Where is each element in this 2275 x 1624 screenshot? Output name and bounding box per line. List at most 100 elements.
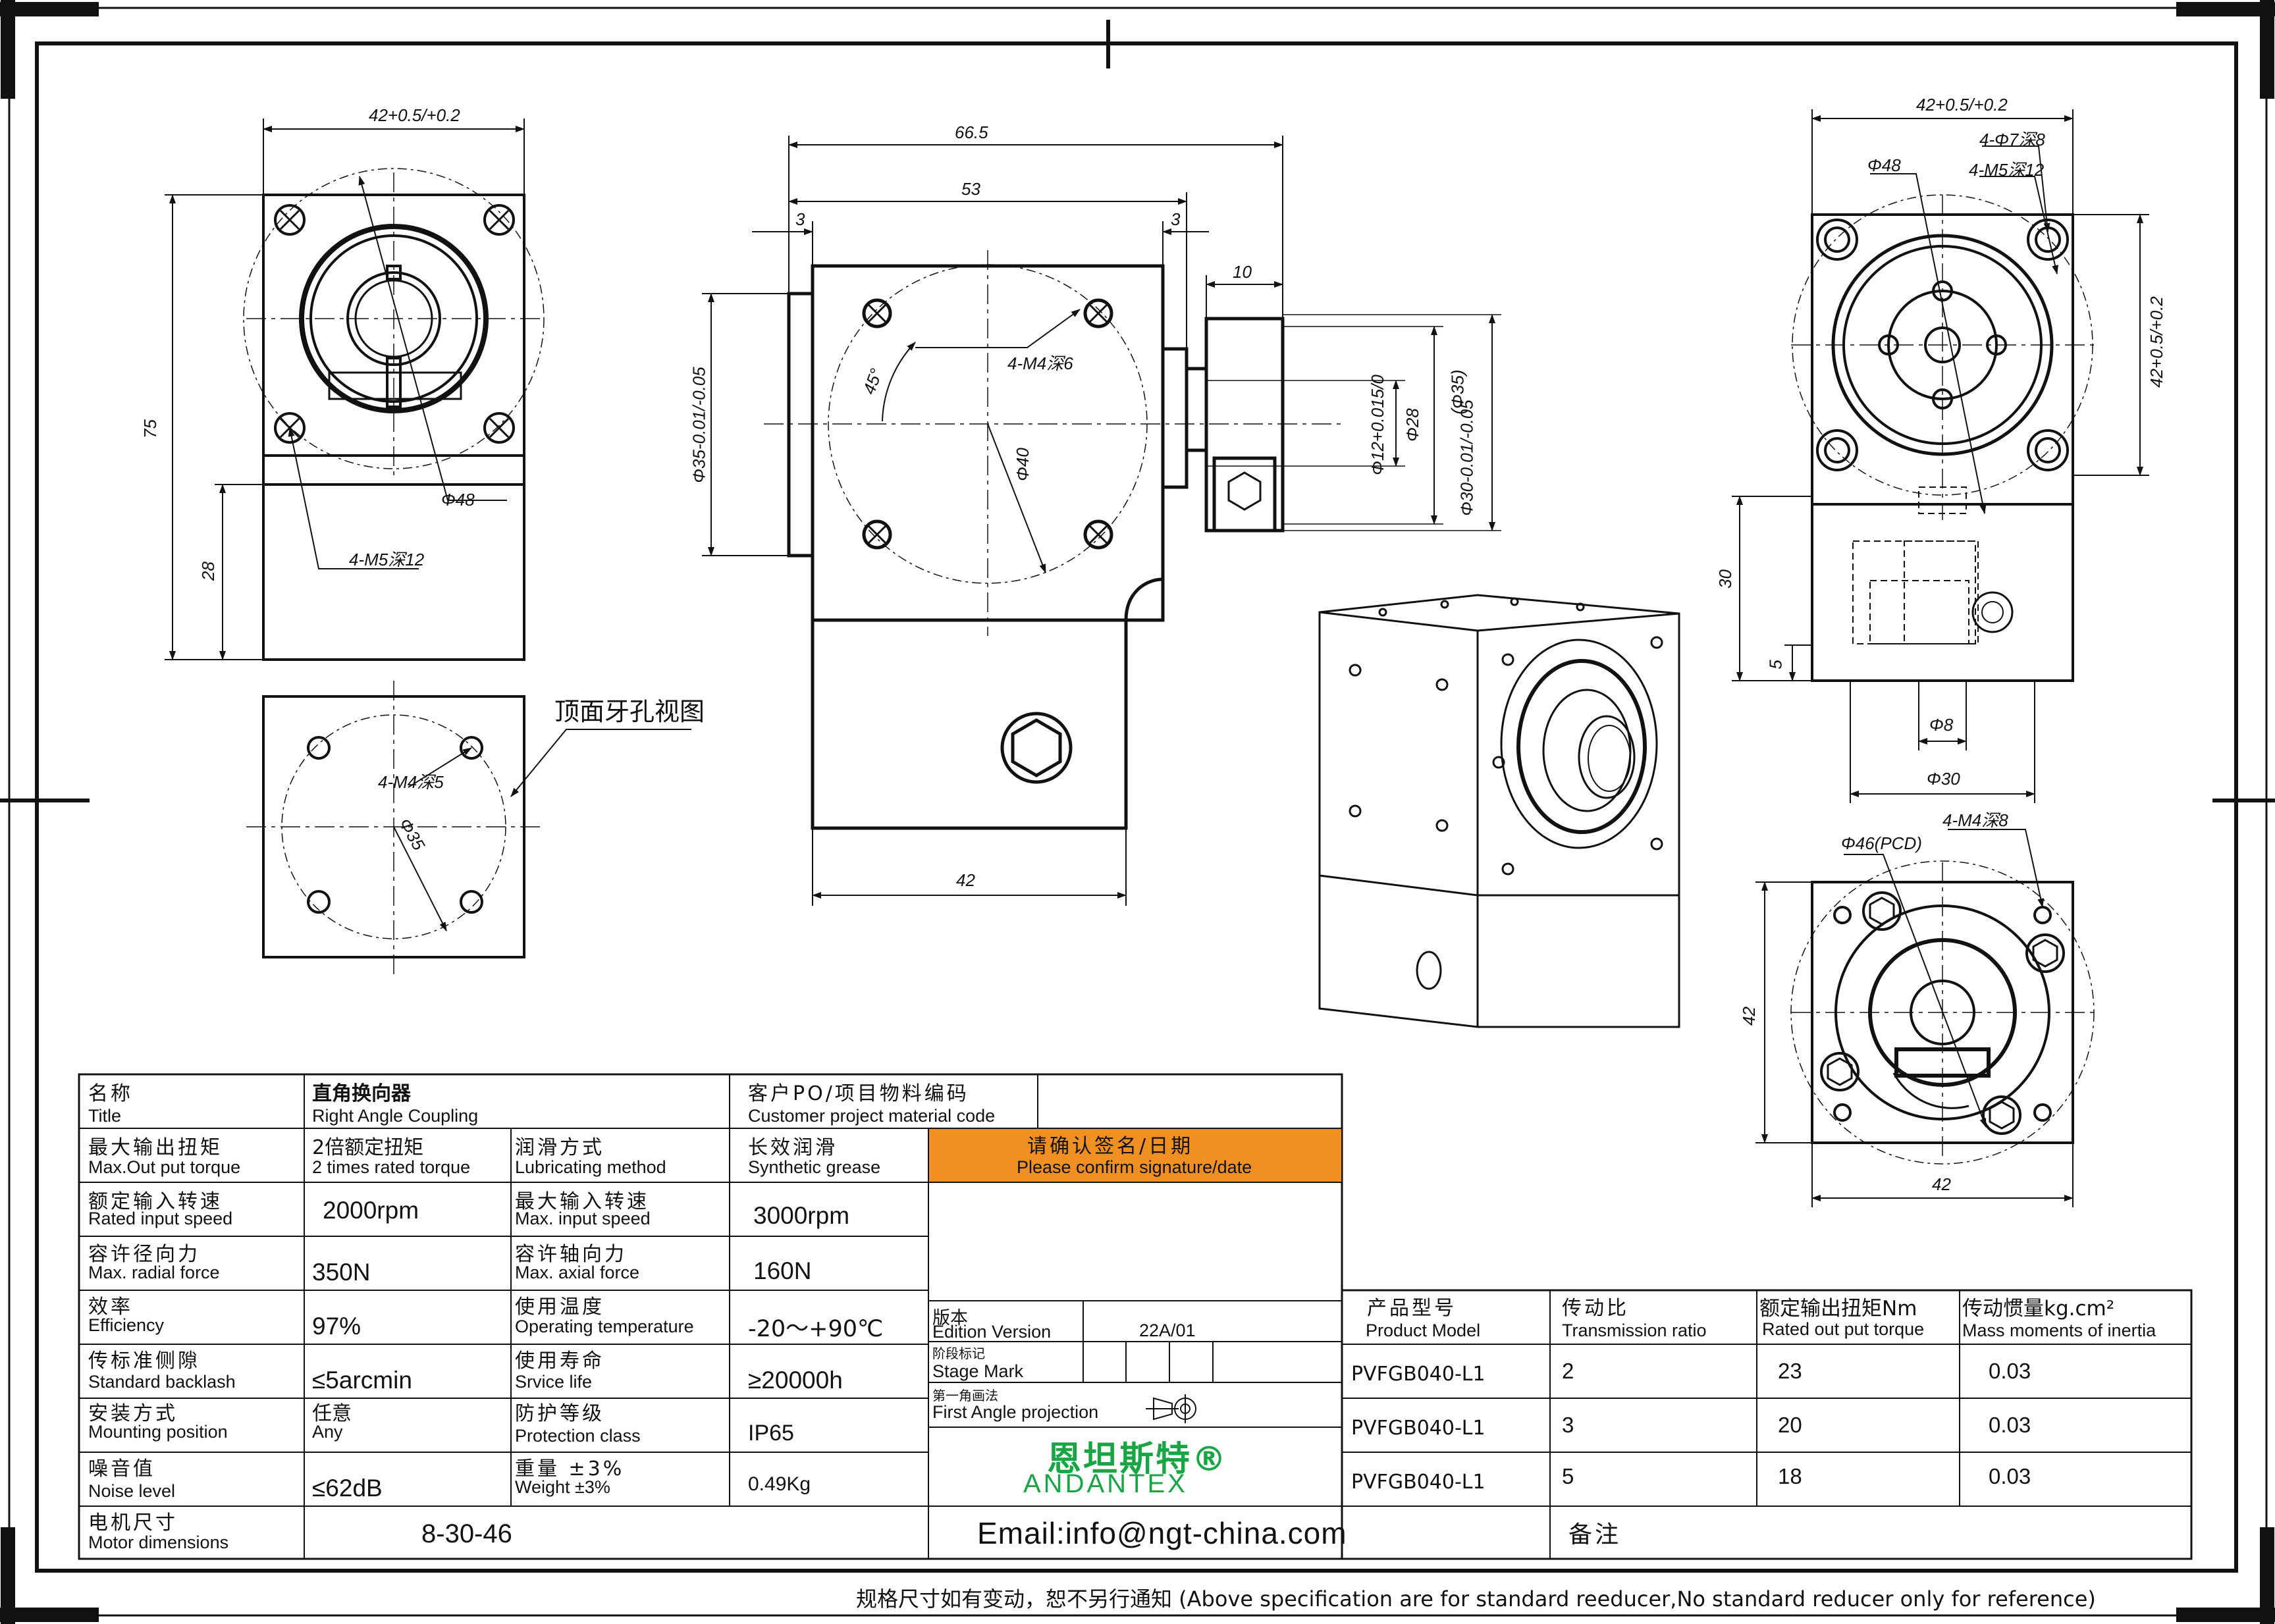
max-speed-label-cn: 最大输入转速 xyxy=(515,1190,649,1213)
axial-label-cn: 容许轴向力 xyxy=(515,1243,627,1266)
row3-torque: 18 xyxy=(1778,1464,1802,1488)
customer-code-en: Customer project material code xyxy=(748,1106,996,1126)
efficiency-value: 97% xyxy=(312,1313,361,1340)
title-label-en: Title xyxy=(88,1106,122,1126)
radial-label-cn: 容许径向力 xyxy=(88,1243,200,1266)
top-view-note: 顶面牙孔视图 xyxy=(554,697,705,726)
center-side-view xyxy=(702,136,1501,906)
product-name-en: Right Angle Coupling xyxy=(312,1106,479,1126)
torque-label-cn: 最大输出扭矩 xyxy=(88,1136,223,1159)
weight-label-en: Weight ±3% xyxy=(515,1477,610,1497)
rated-speed-label-cn: 额定输入转速 xyxy=(88,1190,223,1213)
title-block-grid xyxy=(78,1073,2193,1560)
isometric-view xyxy=(1318,594,1680,1028)
torque-value-en: 2 times rated torque xyxy=(312,1157,471,1177)
projection-label-cn: 第一角画法 xyxy=(932,1388,998,1403)
product-name-cn: 直角换向器 xyxy=(312,1082,411,1105)
torque-header-en: Rated out put torque xyxy=(1762,1319,1925,1339)
row2-model: PVFGB040-L1 xyxy=(1351,1417,1485,1440)
dim-right-5: 5 xyxy=(1765,660,1786,669)
life-label-en: Srvice life xyxy=(515,1372,593,1392)
dim-center-phi35b: (Φ35) xyxy=(1447,369,1468,415)
efficiency-label-en: Efficiency xyxy=(88,1315,165,1335)
dim-left-28: 28 xyxy=(198,562,218,581)
noise-value: ≤62dB xyxy=(312,1475,383,1502)
row1-model: PVFGB040-L1 xyxy=(1351,1363,1485,1386)
dim-left-width: 42+0.5/+0.2 xyxy=(369,105,460,125)
torque-value-cn: 2倍额定扭矩 xyxy=(312,1136,424,1159)
inertia-header-en: Mass moments of inertia xyxy=(1962,1321,2156,1340)
mount-label-en: Mounting position xyxy=(88,1422,228,1442)
version-label-en: Edition Version xyxy=(932,1322,1052,1342)
motor-label-cn: 电机尺寸 xyxy=(88,1511,178,1534)
dim-right-width: 42+0.5/+0.2 xyxy=(1916,95,2008,115)
dim-right-phi48: Φ48 xyxy=(1867,155,1901,175)
dim-left-m4: 4-M4深5 xyxy=(378,772,444,792)
row3-inertia: 0.03 xyxy=(1989,1464,2031,1488)
model-header-cn: 产品型号 xyxy=(1367,1297,1457,1320)
protection-label-cn: 防护等级 xyxy=(515,1402,604,1425)
dim-right-phi8: Φ8 xyxy=(1929,715,1954,735)
stage-label-cn: 阶段标记 xyxy=(932,1346,985,1361)
radial-label-en: Max. radial force xyxy=(88,1263,220,1282)
backlash-label-cn: 传标准侧隙 xyxy=(88,1349,200,1373)
motor-value: 8-30-46 xyxy=(421,1519,512,1548)
max-speed-label-en: Max. input speed xyxy=(515,1209,651,1228)
dim-bottom-phi46: Φ46(PCD) xyxy=(1841,833,1922,853)
dim-right-height: 42+0.5/+0.2 xyxy=(2146,296,2166,388)
lub-label-en: Lubricating method xyxy=(515,1157,666,1177)
company-logo-en: ANDANTEX xyxy=(1023,1469,1188,1498)
right-bottom-view xyxy=(1755,829,2095,1207)
footer-note: 规格尺寸如有变动，恕不另行通知 (Above specification are… xyxy=(856,1586,2096,1611)
torque-header-cn: 额定输出扭矩Nm xyxy=(1759,1297,1917,1321)
noise-label-cn: 噪音值 xyxy=(88,1457,155,1480)
dim-center-3a: 3 xyxy=(795,209,805,229)
model-header-en: Product Model xyxy=(1366,1321,1481,1340)
weight-label-cn: 重量 ±3% xyxy=(515,1457,625,1480)
dim-bottom-42h: 42 xyxy=(1932,1174,1951,1194)
lub-value-en: Synthetic grease xyxy=(748,1157,881,1177)
dim-center-phi12: Φ12+0.015/0 xyxy=(1367,375,1387,475)
first-angle-symbol xyxy=(1146,1394,1197,1423)
ratio-header-cn: 传动比 xyxy=(1562,1297,1629,1320)
dim-left-m5: 4-M5深12 xyxy=(349,550,425,569)
dim-center-phi35: Φ35-0.01/-0.05 xyxy=(689,367,709,483)
dim-right-phi30: Φ30 xyxy=(1927,769,1960,789)
mount-value-cn: 任意 xyxy=(312,1402,352,1425)
max-speed-value: 3000rpm xyxy=(753,1202,850,1229)
right-front-view xyxy=(1732,109,2149,803)
row1-ratio: 2 xyxy=(1562,1359,1574,1383)
motor-label-en: Motor dimensions xyxy=(88,1532,229,1552)
rated-speed-label-en: Rated input speed xyxy=(88,1209,233,1228)
weight-value: 0.49Kg xyxy=(748,1473,811,1495)
email-text[interactable]: Email:info@ngt-china.com xyxy=(977,1516,1347,1550)
temp-label-cn: 使用温度 xyxy=(515,1296,604,1319)
life-label-cn: 使用寿命 xyxy=(515,1349,604,1373)
temp-label-en: Operating temperature xyxy=(515,1317,694,1336)
dim-center-phi40: Φ40 xyxy=(1012,448,1032,481)
stage-label-en: Stage Mark xyxy=(932,1361,1024,1381)
dim-right-m5: 4-M5深12 xyxy=(1969,160,2045,180)
dim-left-height: 75 xyxy=(140,419,160,438)
life-value: ≥20000h xyxy=(748,1367,843,1394)
mount-value-en: Any xyxy=(312,1422,343,1442)
row2-torque: 20 xyxy=(1778,1413,1802,1437)
noise-label-en: Noise level xyxy=(88,1481,176,1501)
dim-center-3b: 3 xyxy=(1171,209,1181,229)
row3-ratio: 5 xyxy=(1562,1464,1574,1488)
protection-value: IP65 xyxy=(748,1421,794,1446)
ratio-header-en: Transmission ratio xyxy=(1562,1321,1707,1340)
dim-center-53: 53 xyxy=(961,179,980,199)
backlash-value: ≤5arcmin xyxy=(312,1367,412,1394)
dim-center-665: 66.5 xyxy=(955,122,988,142)
torque-label-en: Max.Out put torque xyxy=(88,1157,241,1177)
dim-center-42: 42 xyxy=(956,870,975,890)
axial-value: 160N xyxy=(753,1257,812,1284)
dim-bottom-m4: 4-M4深8 xyxy=(1942,810,2008,830)
row2-inertia: 0.03 xyxy=(1989,1413,2031,1437)
protection-label-en: Protection class xyxy=(515,1426,641,1446)
row2-ratio: 3 xyxy=(1562,1413,1574,1437)
efficiency-label-cn: 效率 xyxy=(88,1296,133,1319)
